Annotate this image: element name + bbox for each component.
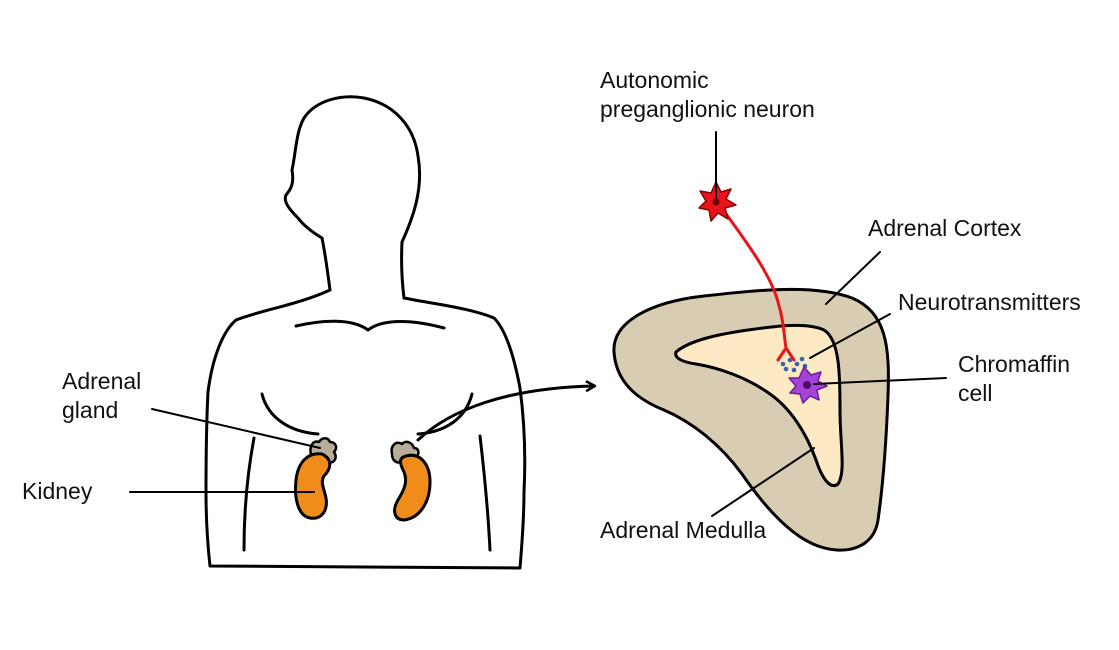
neurotransmitter-dot — [792, 368, 797, 373]
neurotransmitters-label: Neurotransmitters — [898, 288, 1081, 317]
kidney-label: Kidney — [22, 477, 92, 506]
arm-contour-right — [480, 436, 490, 550]
neuron-label: Autonomic preganglionic neuron — [600, 66, 815, 124]
neurotransmitter-dot — [784, 367, 789, 372]
ribcage-contour — [262, 394, 472, 434]
left-kidney — [296, 454, 330, 519]
chromaffin-label-line1: Chromaffin — [958, 350, 1070, 379]
shoulders-outline — [206, 290, 525, 568]
neurotransmitter-dot — [800, 357, 805, 362]
adrenal-cross-section — [614, 289, 888, 550]
chromaffin-label-line2: cell — [958, 379, 1070, 408]
neuron-nucleus — [713, 199, 720, 206]
medulla-label: Adrenal Medulla — [600, 516, 766, 545]
right-kidney-group — [392, 442, 430, 520]
chest-contour — [296, 321, 444, 330]
torso-outline — [206, 97, 525, 568]
cortex-leader — [826, 252, 880, 304]
adrenal-gland-label-line2: gland — [62, 396, 141, 425]
neuron-label-line1: Autonomic — [600, 66, 815, 95]
right-kidney — [395, 455, 430, 520]
cortex-label: Adrenal Cortex — [868, 214, 1021, 243]
chromaffin-nucleus — [803, 381, 811, 389]
neuron-label-line2: preganglionic neuron — [600, 95, 815, 124]
neurotransmitter-dot — [781, 362, 786, 367]
left-kidney-group — [296, 438, 337, 518]
adrenal-gland-label-line1: Adrenal — [62, 367, 141, 396]
neurotransmitter-dot — [788, 358, 793, 363]
neurotransmitter-dot — [795, 362, 800, 367]
head-outline — [285, 97, 419, 298]
chromaffin-label: Chromaffin cell — [958, 350, 1070, 408]
arm-contour-left — [244, 438, 254, 550]
adrenal-gland-label: Adrenal gland — [62, 367, 141, 425]
zoom-arrow — [418, 386, 594, 440]
